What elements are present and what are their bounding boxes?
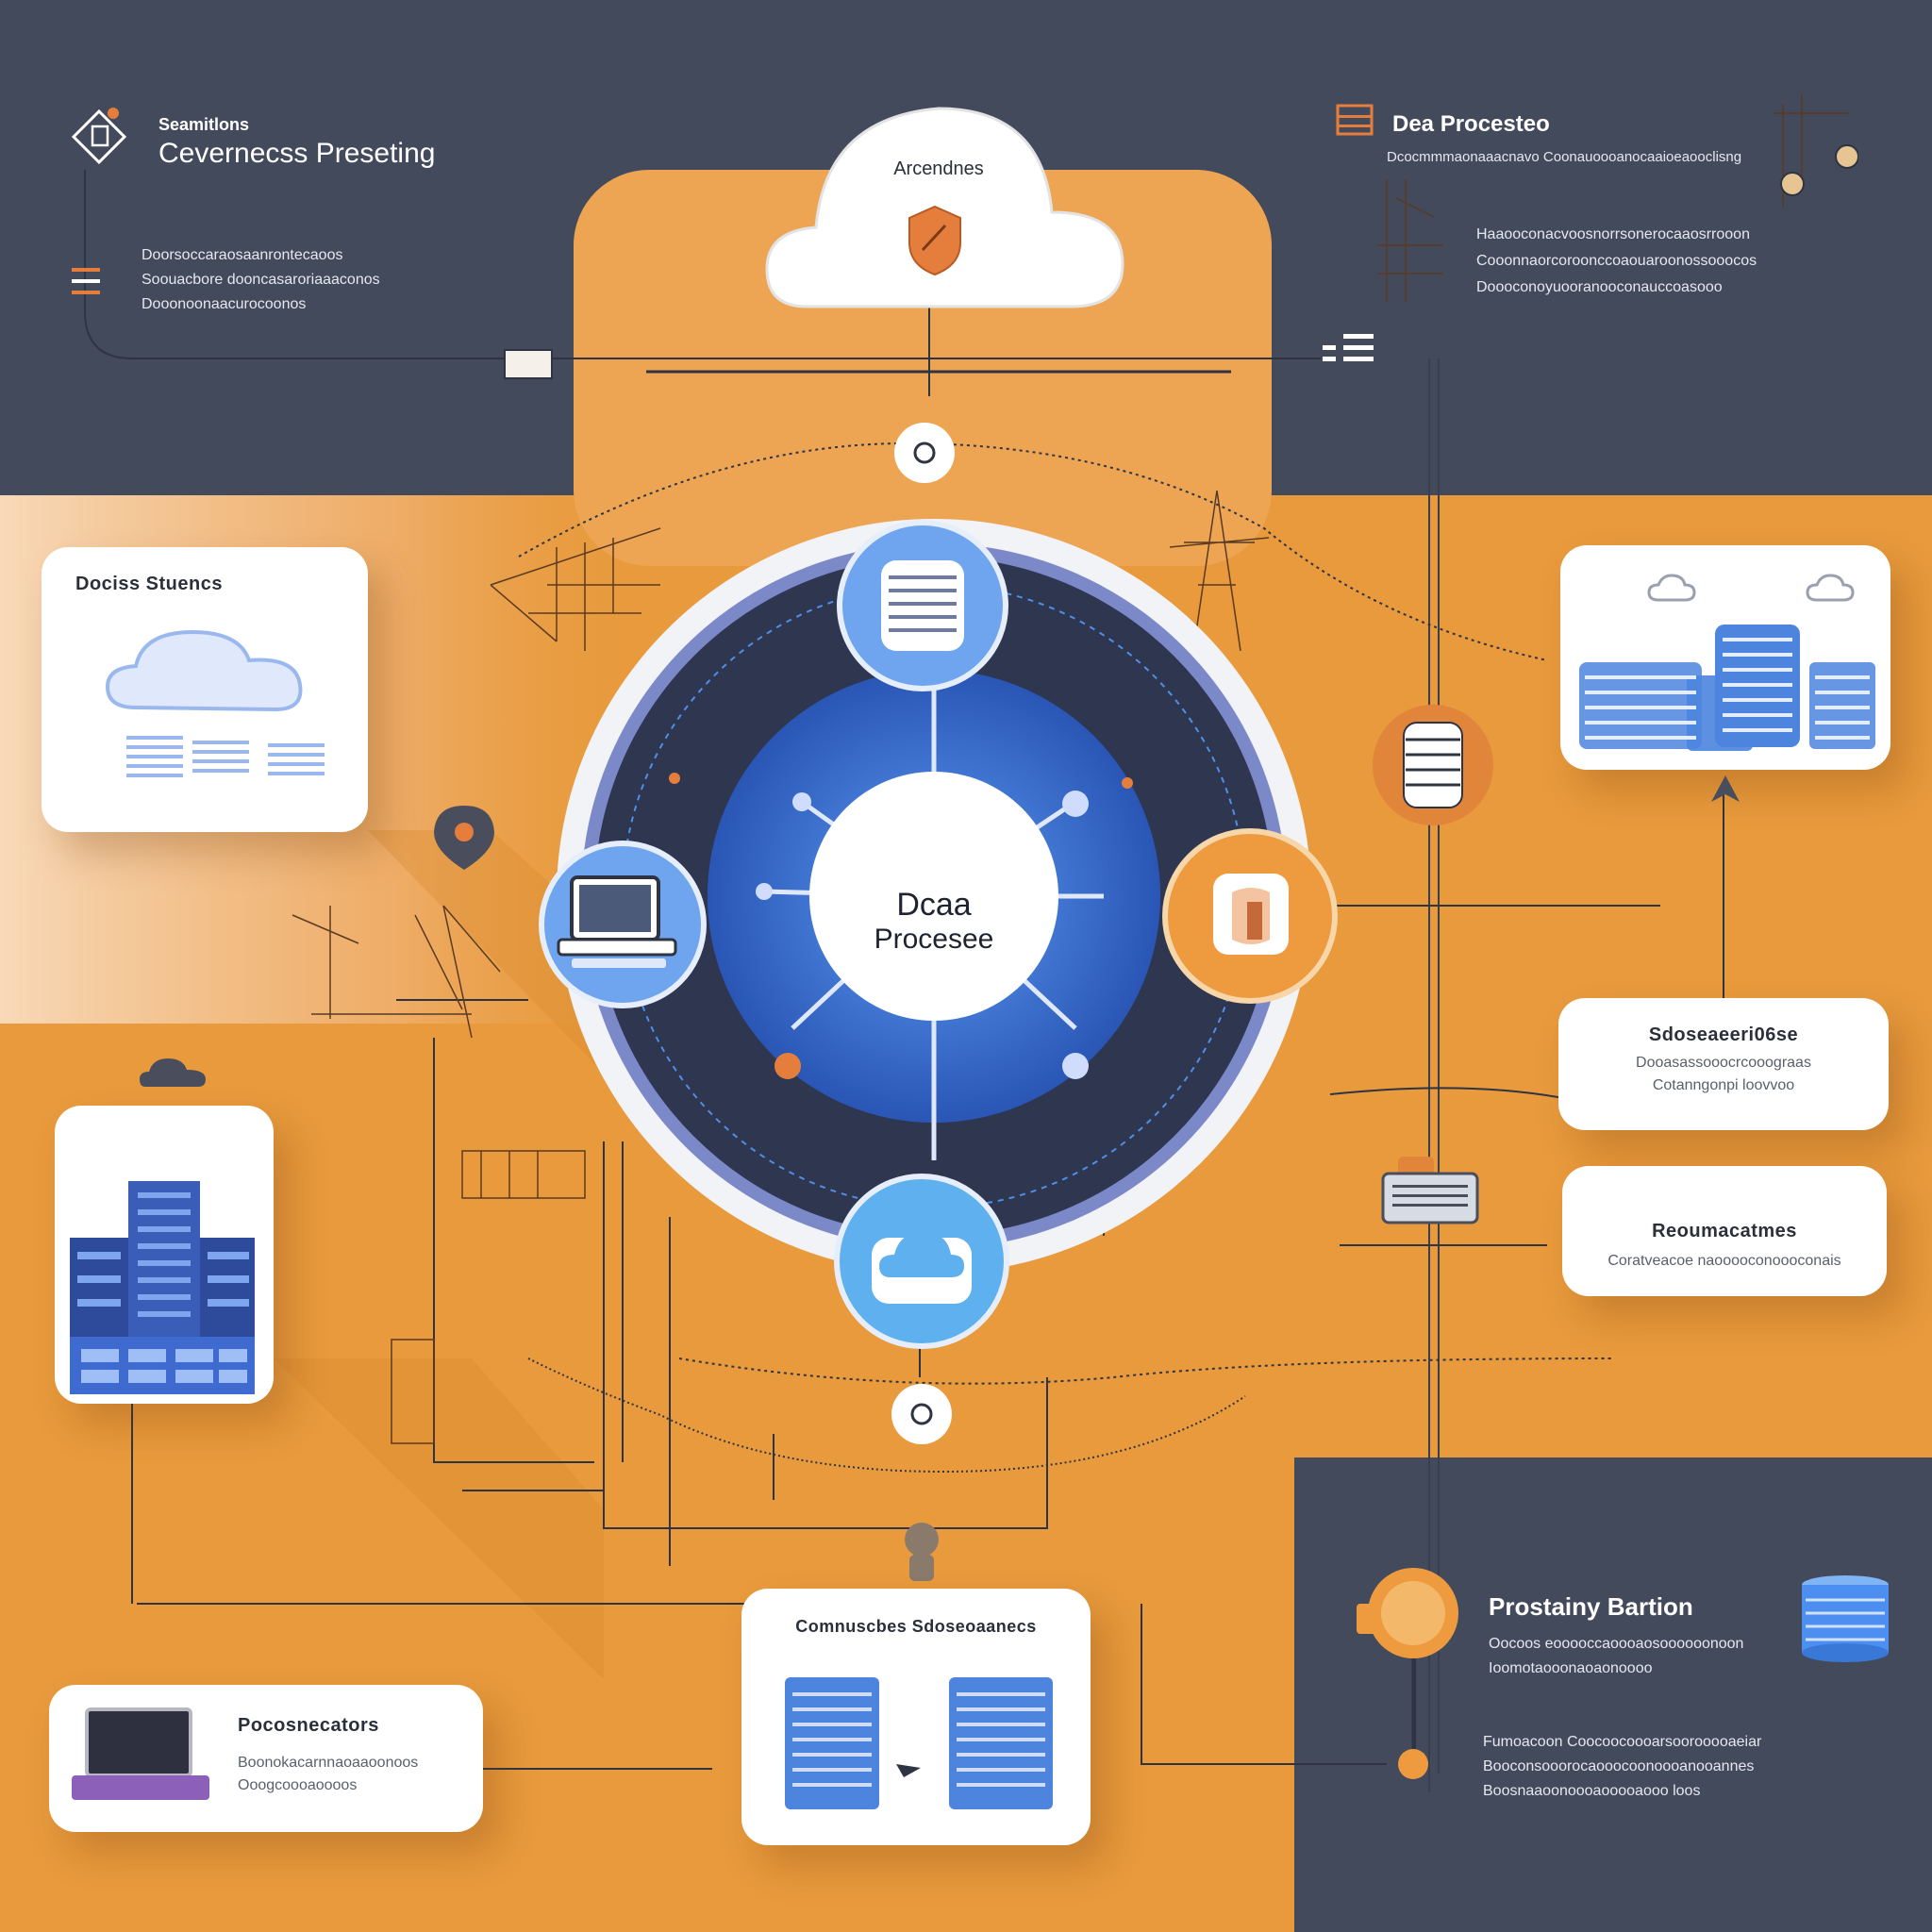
bottom-right-line-5: Boosnaaoonoooaooooaooo loos — [1483, 1783, 1701, 1799]
top-right-title: Dea Procesteo — [1392, 111, 1550, 137]
node-connector-icon-2 — [891, 1384, 952, 1444]
server-transfer-icon — [785, 1677, 1053, 1809]
server-cluster-icon — [1579, 574, 1875, 751]
right-card-2: Reoumacatmes Coratveacoe naooooconooocon… — [1562, 1166, 1887, 1296]
top-right-subtitle: Dcocmmmaonaaacnavo Coonauoooanocaaioeaoo… — [1387, 149, 1742, 165]
bottom-right-line-3: Fumoacoon Coocoocoooarsoorooooaeiar — [1483, 1734, 1762, 1750]
hub-label-line-2: Procesee — [874, 924, 994, 955]
top-left-kicker: Seamitlons — [158, 115, 250, 134]
left-card-1-title: Dociss Stuencs — [75, 574, 223, 594]
database-icon — [837, 520, 1008, 691]
top-left-line-3: Dooonoonaacurocoonos — [142, 296, 307, 312]
monitor-icon — [72, 1707, 209, 1800]
right-card-1-title: Sdoseaeeri06se — [1648, 1024, 1799, 1045]
right-card-1-line-1: Dooasassooocrcooograas — [1636, 1055, 1811, 1071]
list-icon — [72, 268, 100, 294]
right-card-1: Sdoseaeeri06se Dooasassooocrcooograas Co… — [1558, 998, 1889, 1130]
bottom-right-line-4: Booconsooorocaooocoonoooanooannes — [1483, 1758, 1755, 1774]
bottom-center-title: Comnuscbes Sdoseoaanecs — [795, 1617, 1037, 1636]
cloud-icon — [765, 107, 1124, 308]
top-right-bullet-3: Doooconoyuooranooconauccoasooo — [1476, 279, 1723, 295]
connector-box-icon — [504, 349, 553, 379]
database-stack-icon — [1802, 1575, 1889, 1662]
right-card-1-line-2: Cotanngonpi loovvoo — [1652, 1077, 1795, 1093]
central-hub — [557, 519, 1311, 1274]
top-left-line-1: Doorsoccaraosaanrontecaoos — [142, 247, 343, 263]
laptop-icon — [539, 841, 707, 1008]
bottom-left-line-2: Ooogcoooaoooos — [238, 1777, 358, 1793]
gauge-icon — [1357, 1568, 1458, 1779]
right-card-2-title: Reoumacatmes — [1652, 1221, 1797, 1241]
antenna-icon — [1780, 144, 1858, 196]
cylinder-icon — [1373, 705, 1493, 825]
small-cloud-icon — [140, 1058, 206, 1087]
node-connector-icon — [894, 423, 955, 483]
right-card-2-line-1: Coratveacoe naooooconoooconais — [1607, 1253, 1841, 1269]
bottom-center-card: Comnuscbes Sdoseoaanecs — [741, 1589, 1091, 1845]
bottom-left-line-1: Boonokacarnnaoaaoonoos — [238, 1755, 419, 1771]
network-node-icon — [1162, 828, 1338, 1004]
server-rack-icon — [1336, 104, 1374, 136]
left-card-1: Dociss Stuencs — [42, 547, 368, 832]
bottom-right-title: Prostainy Bartion — [1489, 1592, 1693, 1621]
hub-label-line-1: Dcaa — [896, 887, 972, 923]
location-pin-icon — [434, 806, 494, 870]
right-card-servers — [1560, 545, 1890, 770]
cloud-node-icon — [834, 1174, 1009, 1349]
arrow-up-icon — [1711, 775, 1740, 802]
switch-icon — [1381, 1157, 1479, 1224]
valve-icon — [905, 1523, 939, 1581]
top-right-bullet-1: Haaooconacvoosnorrsonerocaaosrrooon — [1476, 226, 1750, 242]
top-left-title: Cevernecss Preseting — [158, 138, 436, 169]
document-icon — [71, 108, 127, 165]
bottom-right-line-1: Oocoos eooooccaoooaosoooooonoon — [1489, 1636, 1744, 1652]
bottom-right-line-2: Ioomotaooonaoaonoooo — [1489, 1660, 1653, 1676]
shield-icon — [908, 205, 961, 276]
cloud-database-icon — [105, 629, 325, 777]
bottom-left-title: Pocosnecators — [238, 1715, 379, 1736]
left-card-2 — [55, 1106, 274, 1404]
stack-icon — [1323, 334, 1374, 361]
top-left-line-2: Soouacbore dooncasaroriaaaconos — [142, 272, 380, 288]
bottom-left-card: Pocosnecators Boonokacarnnaoaaoonoos Ooo… — [49, 1685, 483, 1832]
top-right-bullet-2: Cooonnaorcoroonccoaouaroonossooocos — [1476, 253, 1757, 269]
building-icon — [70, 1181, 255, 1394]
cloud-label: Arcendnes — [893, 158, 984, 179]
